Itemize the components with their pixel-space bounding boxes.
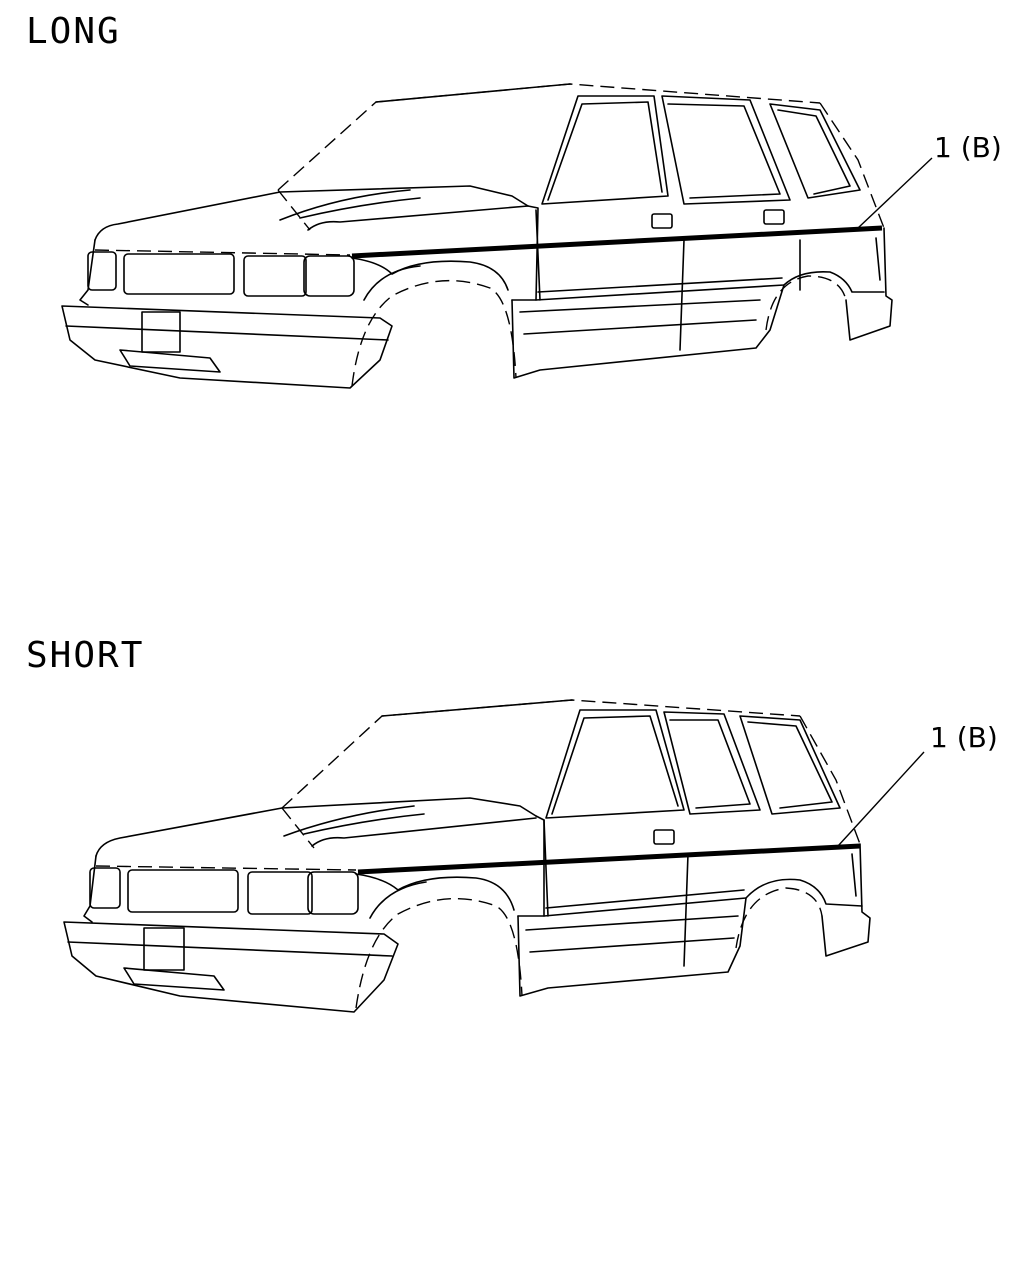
windows <box>541 95 861 205</box>
roof-outline <box>281 699 861 845</box>
callout-leader-line <box>837 751 925 847</box>
side-molding-strip <box>351 225 883 259</box>
panel-long: LONG 1 (B) <box>0 0 1024 620</box>
panel-title-long: LONG <box>26 11 121 52</box>
door-handles <box>653 829 675 845</box>
panel-short: SHORT 1 (B) <box>0 620 1024 1240</box>
body-side <box>311 817 871 997</box>
roof-outline <box>277 83 885 229</box>
windows <box>545 709 841 819</box>
body-side <box>307 205 893 379</box>
hood-outline <box>94 185 539 301</box>
callout-leader-line <box>857 157 933 229</box>
hood-outline <box>95 797 545 917</box>
door-handles <box>651 209 785 229</box>
front-end <box>61 239 393 389</box>
front-end <box>63 855 399 1013</box>
callout-label-short: 1 (B) <box>930 721 998 754</box>
side-molding-strip <box>357 843 861 875</box>
wheel-arches <box>351 275 847 387</box>
callout-label-long: 1 (B) <box>934 131 1002 164</box>
wheel-arches <box>355 887 823 1009</box>
vehicle-drawing-short <box>63 699 925 1013</box>
panel-title-short: SHORT <box>26 635 145 676</box>
vehicle-drawing-long <box>61 83 933 389</box>
